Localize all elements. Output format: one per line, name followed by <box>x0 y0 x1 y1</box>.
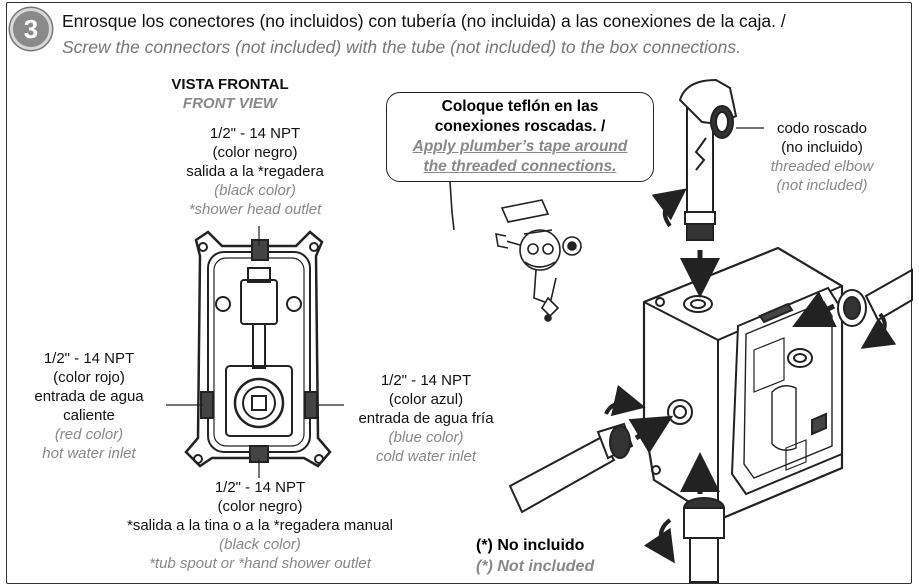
tape-callout: Coloque teflón en las conexiones roscada… <box>386 92 654 182</box>
top-outlet-color-es: (color negro) <box>212 144 298 161</box>
hot-inlet-color-es: (color rojo) <box>53 369 125 386</box>
elbow-note-en: (not included) <box>776 177 868 194</box>
elbow-note-es: (no incluido) <box>781 139 863 156</box>
left-pipe <box>508 422 634 514</box>
isometric-valve-box <box>642 246 844 522</box>
instruction-english: Screw the connectors (not included) with… <box>62 37 742 57</box>
bottom-outlet-spec: 1/2" - 14 NPT <box>214 479 306 496</box>
bottom-pipe <box>683 497 725 583</box>
hot-inlet-desc-es-1: entrada de agua <box>34 388 144 405</box>
movement-arrows <box>628 250 837 494</box>
leader-lines <box>166 127 764 478</box>
cold-inlet-label: 1/2" - 14 NPT (color azul) entrada de ag… <box>338 371 514 466</box>
front-view-title-en: FRONT VIEW <box>182 95 278 112</box>
front-view-title: VISTA FRONTAL FRONT VIEW <box>160 75 300 113</box>
bottom-outlet-color-es: (color negro) <box>217 498 303 515</box>
footnote-es: (*) No incluido <box>476 537 585 554</box>
front-view-title-es: VISTA FRONTAL <box>171 76 289 93</box>
hot-inlet-color-en: (red color) <box>54 426 124 443</box>
step-number-badge: 3 <box>10 8 52 50</box>
instruction-spanish: Enrosque los conectores (no incluidos) c… <box>62 11 786 31</box>
cold-inlet-desc-en: cold water inlet <box>375 448 477 465</box>
top-outlet-desc-es: salida a la *regadera <box>186 163 324 180</box>
tape-note-es-2: conexiones roscadas. / <box>434 118 606 135</box>
top-pipe-elbow <box>678 78 738 241</box>
bottom-outlet-desc-es: *salida a la tina o a la *regadera manua… <box>126 517 393 534</box>
rotation-arrows <box>604 188 897 564</box>
top-outlet-color-en: (black color) <box>214 182 296 199</box>
hot-inlet-desc-en: hot water inlet <box>42 445 136 462</box>
footnote-en: (*) Not included <box>476 558 595 575</box>
tape-note-en-1: Apply plumber’s tape around <box>412 138 628 155</box>
cold-inlet-color-en: (blue color) <box>388 429 464 446</box>
bottom-outlet-desc-en: *tub spout or *hand shower outlet <box>149 555 371 572</box>
top-outlet-desc-en: *shower head outlet <box>188 201 322 218</box>
mascot-illustration <box>449 181 582 322</box>
front-view-valve-box <box>184 230 332 468</box>
elbow-name-en: threaded elbow <box>770 158 874 175</box>
hot-inlet-spec: 1/2" - 14 NPT <box>43 350 135 367</box>
top-outlet-spec: 1/2" - 14 NPT <box>209 125 301 142</box>
elbow-name-es: codo roscado <box>776 120 868 137</box>
hot-inlet-label: 1/2" - 14 NPT (color rojo) entrada de ag… <box>14 349 164 463</box>
top-outlet-label: 1/2" - 14 NPT (color negro) salida a la … <box>150 124 360 219</box>
cold-inlet-color-es: (color azul) <box>388 391 464 408</box>
elbow-label: codo roscado (no incluido) threaded elbo… <box>752 119 892 195</box>
bottom-outlet-color-en: (black color) <box>219 536 301 553</box>
cold-inlet-desc-es: entrada de agua fría <box>358 410 494 427</box>
hot-inlet-desc-es-2: caliente <box>63 407 115 424</box>
cold-inlet-spec: 1/2" - 14 NPT <box>380 372 472 389</box>
bottom-outlet-label: 1/2" - 14 NPT (color negro) *salida a la… <box>90 478 430 573</box>
footnote: (*) No incluido (*) Not included <box>476 535 594 577</box>
right-pipe <box>837 268 913 327</box>
tape-note-es-1: Coloque teflón en las <box>441 98 599 115</box>
tape-note-en-2: the threaded connections. <box>423 158 617 175</box>
